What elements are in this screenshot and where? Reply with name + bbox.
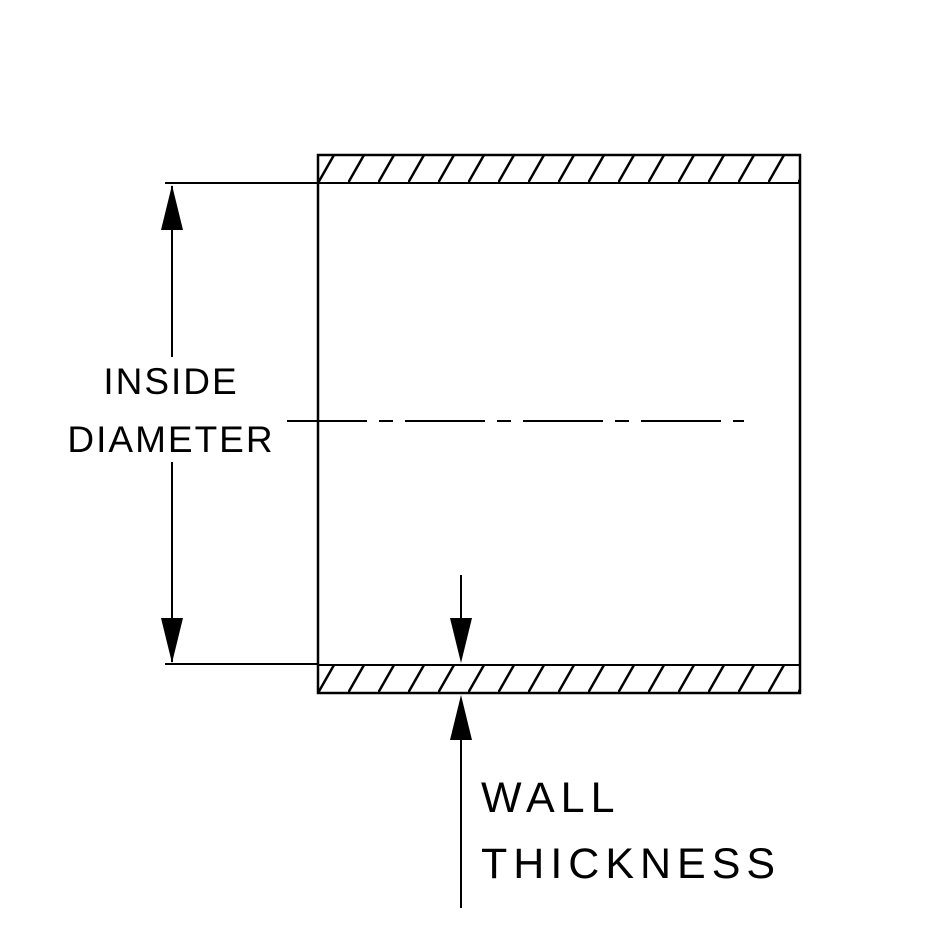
wall-thickness-label-line1: WALL (481, 774, 621, 822)
wall-thickness-arrow-up-icon (450, 695, 472, 740)
tube-outline (316, 153, 802, 695)
inside-diameter-arrow-down-icon (161, 618, 183, 663)
inside-diameter-label-line2: DIAMETER (67, 419, 274, 460)
bottom-wall-hatch (317, 664, 801, 694)
wall-thickness-arrow-down-icon (450, 618, 472, 663)
inside-diameter-arrow-up-icon (161, 185, 183, 230)
wall-thickness-label-line2: THICKNESS (481, 840, 781, 888)
top-wall-hatch (317, 154, 801, 184)
inside-diameter-label-line1: INSIDE (103, 361, 238, 402)
